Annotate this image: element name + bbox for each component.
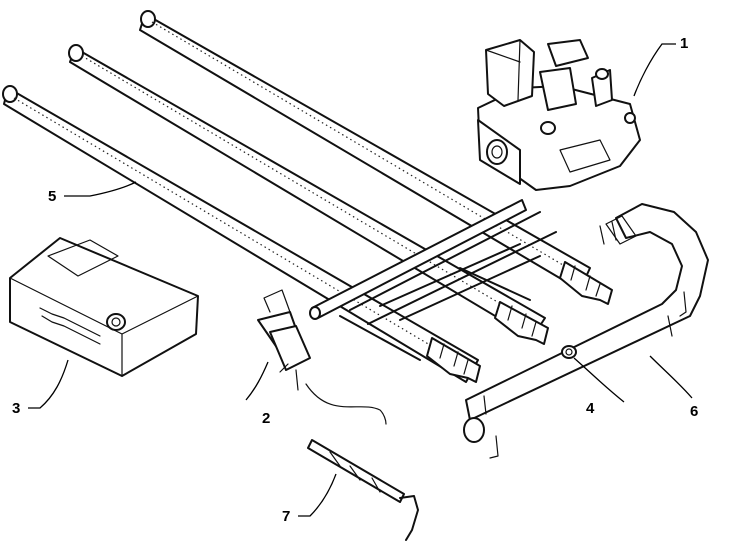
burner-support-bracket (309, 199, 557, 361)
burner-air-shutters (426, 261, 613, 383)
manifold-pipe-icon (463, 203, 709, 459)
callout-label-5: 5 (48, 188, 56, 205)
wrench-tool-icon (307, 439, 419, 541)
callout-label-3: 3 (12, 400, 20, 417)
gas-valve-icon (477, 39, 641, 191)
orifice-icon (561, 345, 577, 359)
callout-label-6: 6 (690, 403, 698, 420)
callout-label-2: 2 (262, 410, 270, 427)
callout-1: 1 (633, 35, 688, 97)
callout-4: 4 (573, 357, 625, 417)
burner-tube-icon (2, 10, 591, 383)
callout-label-1: 1 (680, 35, 688, 52)
ignition-module-icon (9, 237, 199, 377)
callout-label-4: 4 (586, 400, 595, 417)
pilot-assembly-icon (257, 289, 387, 425)
callout-5: 5 (48, 181, 137, 205)
callout-label-7: 7 (282, 508, 290, 525)
callout-2: 2 (245, 361, 270, 427)
callout-6: 6 (649, 355, 698, 420)
callout-3: 3 (12, 359, 69, 417)
callout-7: 7 (282, 473, 337, 525)
